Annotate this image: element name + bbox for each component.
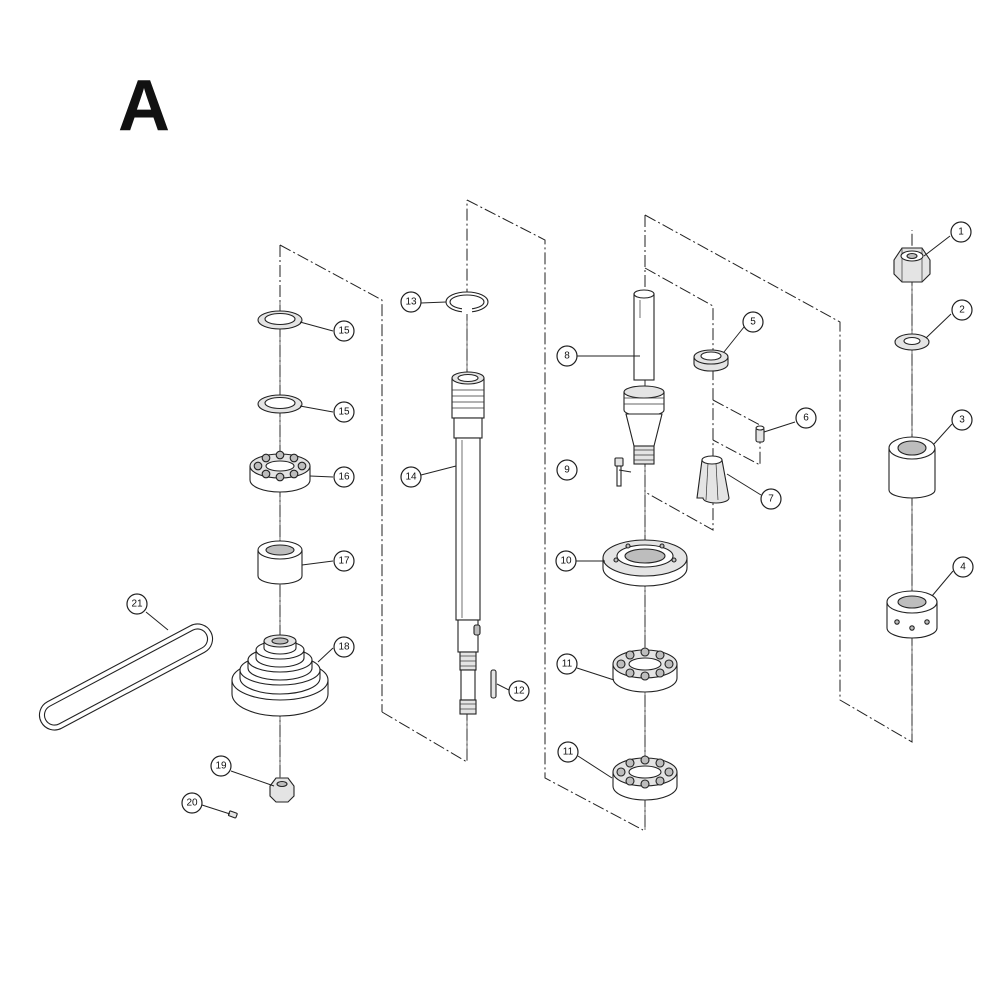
callout-3: 3	[951, 409, 973, 431]
callout-14: 14	[400, 466, 422, 488]
part-10-flange	[602, 539, 688, 587]
svg-text:2: 2	[959, 305, 965, 316]
svg-text:21: 21	[131, 599, 143, 610]
callout-19: 19	[210, 755, 232, 777]
part-15-washer-lower	[257, 394, 303, 414]
part-4-threaded-collar	[886, 590, 938, 639]
callout-12: 12	[508, 680, 530, 702]
part-2-washer	[894, 333, 930, 351]
part-17-bushing	[257, 540, 303, 585]
callout-15-upper: 15	[333, 320, 355, 342]
leader-lines	[145, 235, 954, 815]
svg-text:11: 11	[563, 747, 574, 758]
part-1-hex-nut	[893, 247, 931, 283]
part-15-washer-upper	[257, 310, 303, 330]
part-18-stepped-pulley	[231, 634, 329, 717]
part-12-key	[490, 669, 497, 699]
svg-text:16: 16	[338, 472, 350, 483]
callout-4: 4	[952, 556, 974, 578]
svg-text:12: 12	[513, 686, 525, 697]
callout-2: 2	[951, 299, 973, 321]
svg-text:15: 15	[338, 407, 350, 418]
part-20-set-screw	[227, 810, 238, 819]
assembly-guide-lines	[279, 199, 913, 831]
callout-20: 20	[181, 792, 203, 814]
svg-text:15: 15	[338, 326, 350, 337]
callout-7: 7	[760, 488, 782, 510]
svg-text:17: 17	[338, 556, 350, 567]
svg-text:4: 4	[960, 562, 966, 573]
part-19-nut	[269, 777, 295, 803]
part-21-v-belt	[38, 623, 214, 731]
part-3-spacer	[888, 436, 936, 499]
callout-15-lower: 15	[333, 401, 355, 423]
callout-11-upper: 11	[556, 653, 578, 675]
svg-text:9: 9	[564, 465, 570, 476]
callout-13: 13	[400, 291, 422, 313]
callout-11-lower: 11	[557, 741, 579, 763]
callout-6: 6	[795, 407, 817, 429]
part-11-bearing-lower	[612, 755, 678, 801]
svg-text:19: 19	[215, 761, 227, 772]
callout-9: 9	[556, 459, 578, 481]
svg-text:14: 14	[405, 472, 417, 483]
svg-text:11: 11	[562, 659, 573, 670]
svg-text:7: 7	[768, 494, 774, 505]
svg-text:6: 6	[803, 413, 809, 424]
svg-text:20: 20	[186, 798, 198, 809]
callout-1: 1	[950, 221, 972, 243]
part-5-ring	[693, 349, 729, 372]
callout-5: 5	[742, 311, 764, 333]
svg-text:18: 18	[338, 642, 350, 653]
callout-17: 17	[333, 550, 355, 572]
svg-text:13: 13	[405, 297, 417, 308]
callout-21: 21	[126, 593, 148, 615]
part-6-pin	[755, 425, 765, 443]
part-16-bearing	[249, 450, 311, 493]
part-11-bearing-upper	[612, 647, 678, 693]
part-7-collet	[696, 455, 730, 504]
part-8-spindle-arbor	[623, 289, 665, 465]
svg-text:5: 5	[750, 317, 756, 328]
callout-16: 16	[333, 466, 355, 488]
part-14-main-shaft	[451, 371, 485, 715]
part-13-retaining-ring	[445, 291, 489, 314]
svg-text:10: 10	[560, 556, 572, 567]
callout-10: 10	[555, 550, 577, 572]
callout-18: 18	[333, 636, 355, 658]
svg-text:8: 8	[564, 351, 570, 362]
svg-text:3: 3	[959, 415, 965, 426]
axis-lines	[279, 250, 913, 830]
diagram-title: A	[118, 66, 170, 146]
svg-text:1: 1	[958, 227, 964, 238]
callout-8: 8	[556, 345, 578, 367]
part-9-screw	[614, 457, 624, 487]
